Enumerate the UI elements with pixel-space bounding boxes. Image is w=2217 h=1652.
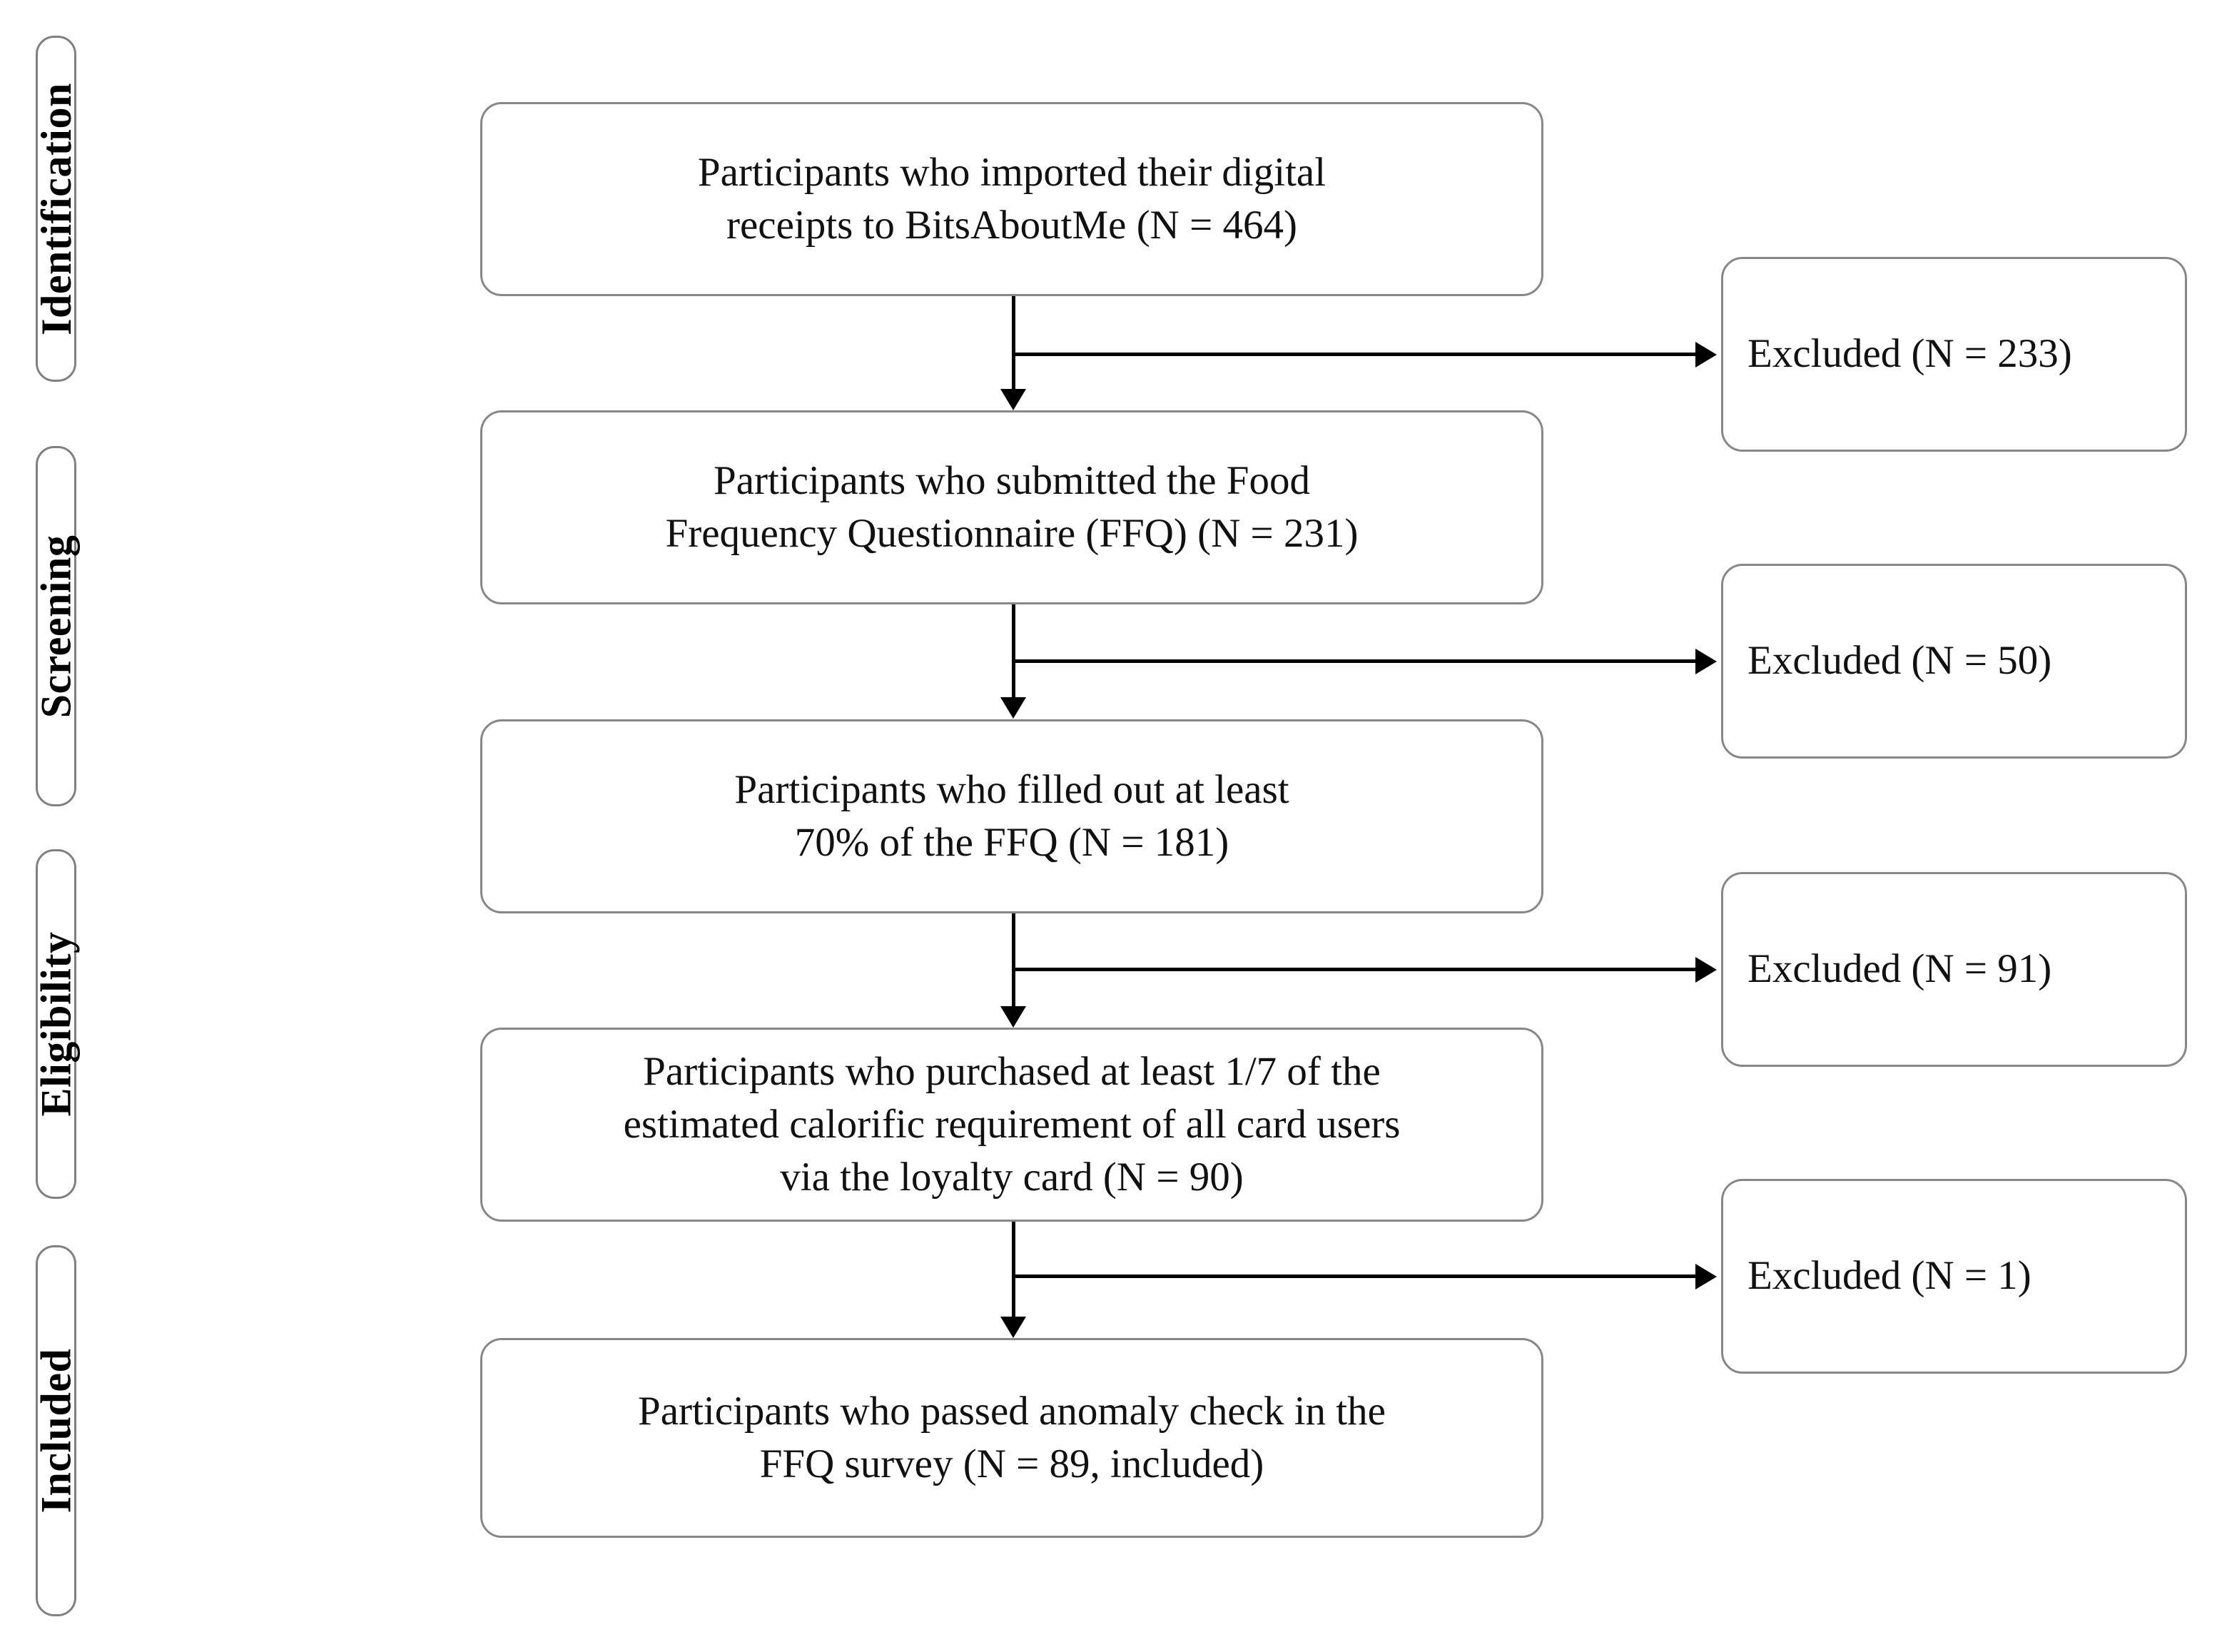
stage-box-eligibility: Eligibility (32, 849, 80, 1199)
connector-arrowhead-right-3 (1695, 957, 1717, 983)
exclusion-box-1: Excluded (N = 233) (1721, 257, 2187, 452)
connector-arrowhead-right-4 (1695, 1264, 1717, 1289)
stage-box-screening: Screening (32, 446, 80, 806)
connector-arrowhead-down-2 (1000, 697, 1026, 719)
connector-vertical-1 (1012, 296, 1015, 390)
connector-horizontal-4 (1012, 1275, 1695, 1278)
exclusion-box-text: Excluded (N = 50) (1747, 638, 2052, 684)
exclusion-box-4: Excluded (N = 1) (1721, 1179, 2187, 1374)
connector-vertical-3 (1012, 913, 1015, 1008)
flow-box-imported-receipts: Participants who imported their digital … (480, 102, 1543, 296)
flow-box-passed-anomaly-check: Participants who passed anomaly check in… (480, 1338, 1543, 1538)
connector-arrowhead-right-1 (1695, 342, 1717, 368)
stage-label-included: Included (32, 1348, 80, 1514)
stage-label-screening: Screening (32, 534, 80, 718)
flow-box-text: Participants who passed anomaly check in… (638, 1388, 1386, 1486)
connector-vertical-2 (1012, 604, 1015, 699)
connector-arrowhead-right-2 (1695, 649, 1717, 674)
connector-vertical-4 (1012, 1222, 1015, 1318)
stage-label-eligibility: Eligibility (32, 931, 80, 1117)
exclusion-box-3: Excluded (N = 91) (1721, 872, 2187, 1067)
flow-box-submitted-ffq: Participants who submitted the Food Freq… (480, 410, 1543, 604)
exclusion-box-text: Excluded (N = 233) (1747, 331, 2072, 377)
connector-horizontal-1 (1012, 353, 1695, 356)
flow-box-text: Participants who imported their digital … (697, 149, 1326, 248)
connector-horizontal-3 (1012, 968, 1695, 971)
stage-label-identification: Identification (32, 82, 80, 335)
exclusion-box-text: Excluded (N = 91) (1747, 946, 2052, 992)
flow-box-calorific-requirement: Participants who purchased at least 1/7 … (480, 1028, 1543, 1222)
exclusion-box-text: Excluded (N = 1) (1747, 1253, 2031, 1299)
stage-box-included: Included (32, 1245, 80, 1616)
flow-box-filled-70-percent: Participants who filled out at least 70%… (480, 719, 1543, 913)
flow-box-text: Participants who submitted the Food Freq… (665, 457, 1359, 556)
stage-box-identification: Identification (32, 36, 80, 382)
flow-box-text: Participants who purchased at least 1/7 … (623, 1048, 1401, 1200)
connector-arrowhead-down-4 (1000, 1317, 1026, 1338)
connector-horizontal-2 (1012, 659, 1695, 663)
connector-arrowhead-down-1 (1000, 389, 1026, 410)
flow-box-text: Participants who filled out at least 70%… (734, 766, 1289, 865)
connector-arrowhead-down-3 (1000, 1006, 1026, 1028)
exclusion-box-2: Excluded (N = 50) (1721, 564, 2187, 759)
